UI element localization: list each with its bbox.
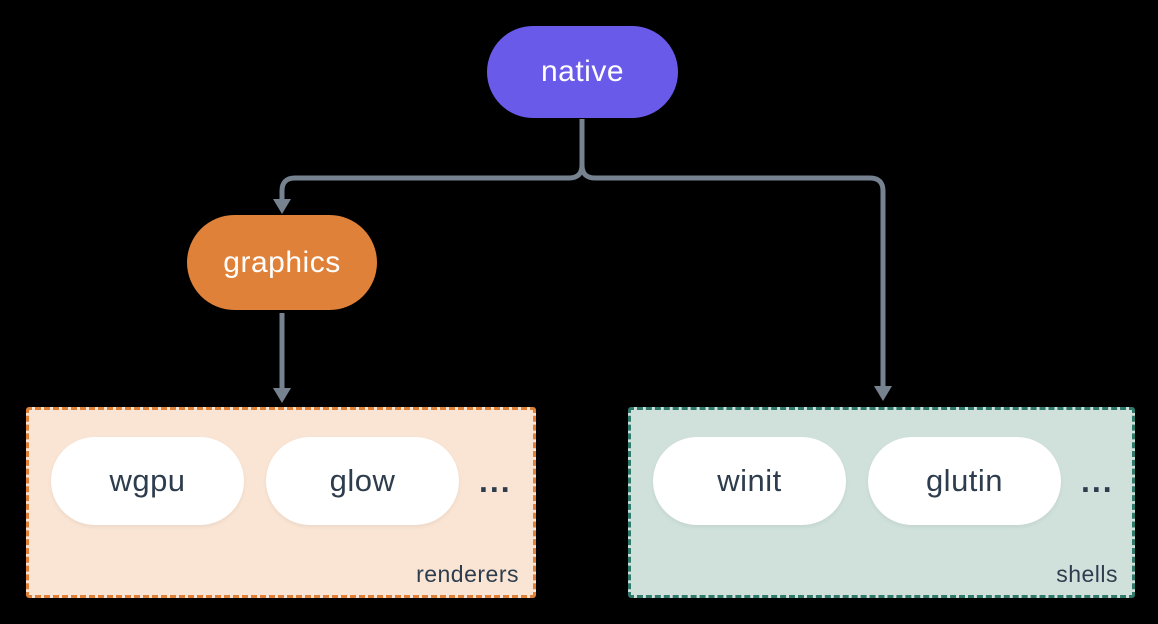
node-winit-label: winit <box>717 463 782 498</box>
node-graphics-label: graphics <box>223 245 341 279</box>
node-graphics: graphics <box>187 215 377 310</box>
renderers-group-label: renderers <box>416 561 519 587</box>
node-glow: glow <box>266 437 459 525</box>
renderers-pill-row: wgpu glow ... <box>51 437 512 525</box>
node-winit: winit <box>653 437 846 525</box>
connector-native-graphics <box>279 119 585 200</box>
renderers-ellipsis: ... <box>479 462 512 499</box>
shells-group-label: shells <box>1056 561 1118 587</box>
node-glow-label: glow <box>329 463 396 498</box>
group-renderers: wgpu glow ... renderers <box>26 407 536 598</box>
node-native-label: native <box>540 55 625 88</box>
connector-native-shells <box>579 119 886 387</box>
arrowhead-graphics <box>273 199 291 214</box>
node-native: native <box>487 26 678 118</box>
node-wgpu: wgpu <box>51 437 244 525</box>
node-glutin: glutin <box>868 437 1061 525</box>
arrowhead-renderers <box>273 388 291 403</box>
group-shells: winit glutin ... shells <box>628 407 1135 598</box>
shells-pill-row: winit glutin ... <box>653 437 1114 525</box>
shells-ellipsis: ... <box>1081 462 1114 499</box>
arrowhead-shells <box>874 386 892 401</box>
node-glutin-label: glutin <box>925 463 1004 498</box>
node-wgpu-label: wgpu <box>109 463 186 498</box>
